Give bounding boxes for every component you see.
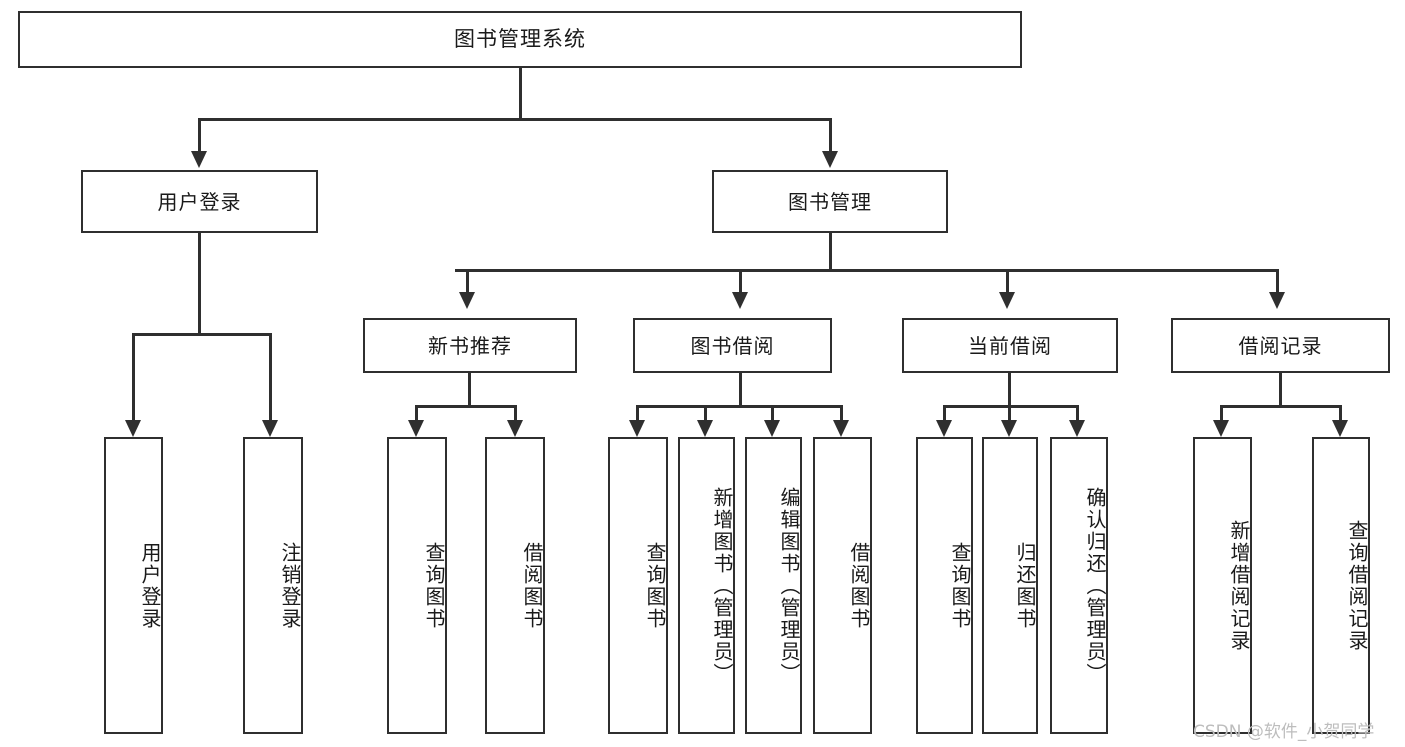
node-current-borrow[interactable]: 当前借阅 [902,318,1118,373]
arrow-user-login-leaf1 [125,420,141,437]
leaf-borrow-book-2[interactable]: 借阅图书 [813,437,872,734]
node-book-management[interactable]: 图书管理 [712,170,948,233]
connector-bm-to-current-borrow [1006,269,1009,292]
leaf-query-book-2[interactable]: 查询图书 [608,437,668,734]
arrow-nbr-leaf2 [507,420,523,437]
connector-bm-to-book-borrow [739,269,742,292]
arrow-cb-leaf3 [1069,420,1085,437]
connector-user-login-leaf1 [132,333,135,420]
arrow-cb-leaf1 [936,420,952,437]
node-user-login[interactable]: 用户登录 [81,170,318,233]
leaf-confirm-return[interactable]: 确认归还（管理员） [1050,437,1108,734]
arrow-bb-leaf1 [629,420,645,437]
connector-bb-leaf2 [704,405,707,420]
connector-cb-leaf3 [1076,405,1079,420]
leaf-user-login[interactable]: 用户登录 [104,437,163,734]
connector-root-to-user-login [198,118,201,151]
node-book-borrow[interactable]: 图书借阅 [633,318,832,373]
arrow-root-to-user-login [191,151,207,168]
arrow-bb-leaf2 [697,420,713,437]
connector-br-leaf2 [1339,405,1342,420]
leaf-add-borrow-record[interactable]: 新增借阅记录 [1193,437,1252,734]
arrow-bm-to-current-borrow [999,292,1015,309]
connector-br-bar [1220,405,1340,408]
leaf-query-book-1[interactable]: 查询图书 [387,437,447,734]
leaf-query-book-3[interactable]: 查询图书 [916,437,973,734]
connector-cb-leaf1 [943,405,946,420]
connector-nbr-stem [468,373,471,407]
connector-br-leaf1 [1220,405,1223,420]
connector-cb-leaf2 [1008,405,1011,420]
node-book-management-system[interactable]: 图书管理系统 [18,11,1022,68]
arrow-nbr-leaf1 [408,420,424,437]
connector-cb-bar [943,405,1079,408]
connector-bb-leaf4 [840,405,843,420]
arrow-br-leaf1 [1213,420,1229,437]
connector-user-login-bar [132,333,271,336]
connector-bb-stem [739,373,742,407]
connector-root-stem [519,68,522,120]
connector-bm-to-borrow-record [1276,269,1279,292]
connector-book-management-stem [829,233,832,271]
connector-nbr-leaf1 [415,405,418,420]
arrow-bm-to-borrow-record [1269,292,1285,309]
connector-br-stem [1279,373,1282,407]
connector-nbr-bar [415,405,517,408]
node-borrow-record[interactable]: 借阅记录 [1171,318,1390,373]
leaf-return-book[interactable]: 归还图书 [982,437,1038,734]
connector-root-to-book-management [829,118,832,151]
connector-user-login-leaf2 [269,333,272,420]
leaf-logout-login[interactable]: 注销登录 [243,437,303,734]
connector-book-management-bar [455,269,1278,272]
connector-bb-leaf1 [636,405,639,420]
arrow-bm-to-book-borrow [732,292,748,309]
leaf-query-borrow-record[interactable]: 查询借阅记录 [1312,437,1370,734]
arrow-bb-leaf3 [764,420,780,437]
connector-bm-to-new-book [466,269,469,292]
arrow-br-leaf2 [1332,420,1348,437]
csdn-watermark: CSDN @软件_小贺同学 [1193,722,1375,742]
connector-user-login-stem [198,233,201,335]
leaf-borrow-book-1[interactable]: 借阅图书 [485,437,545,734]
connector-cb-stem [1008,373,1011,407]
arrow-cb-leaf2 [1001,420,1017,437]
leaf-add-book[interactable]: 新增图书（管理员） [678,437,735,734]
arrow-root-to-book-management [822,151,838,168]
connector-nbr-leaf2 [514,405,517,420]
arrow-bm-to-new-book [459,292,475,309]
connector-root-bar [198,118,831,121]
arrow-user-login-leaf2 [262,420,278,437]
connector-bb-leaf3 [771,405,774,420]
node-new-book-recommend[interactable]: 新书推荐 [363,318,577,373]
arrow-bb-leaf4 [833,420,849,437]
connector-bb-bar [636,405,843,408]
leaf-edit-book[interactable]: 编辑图书（管理员） [745,437,802,734]
